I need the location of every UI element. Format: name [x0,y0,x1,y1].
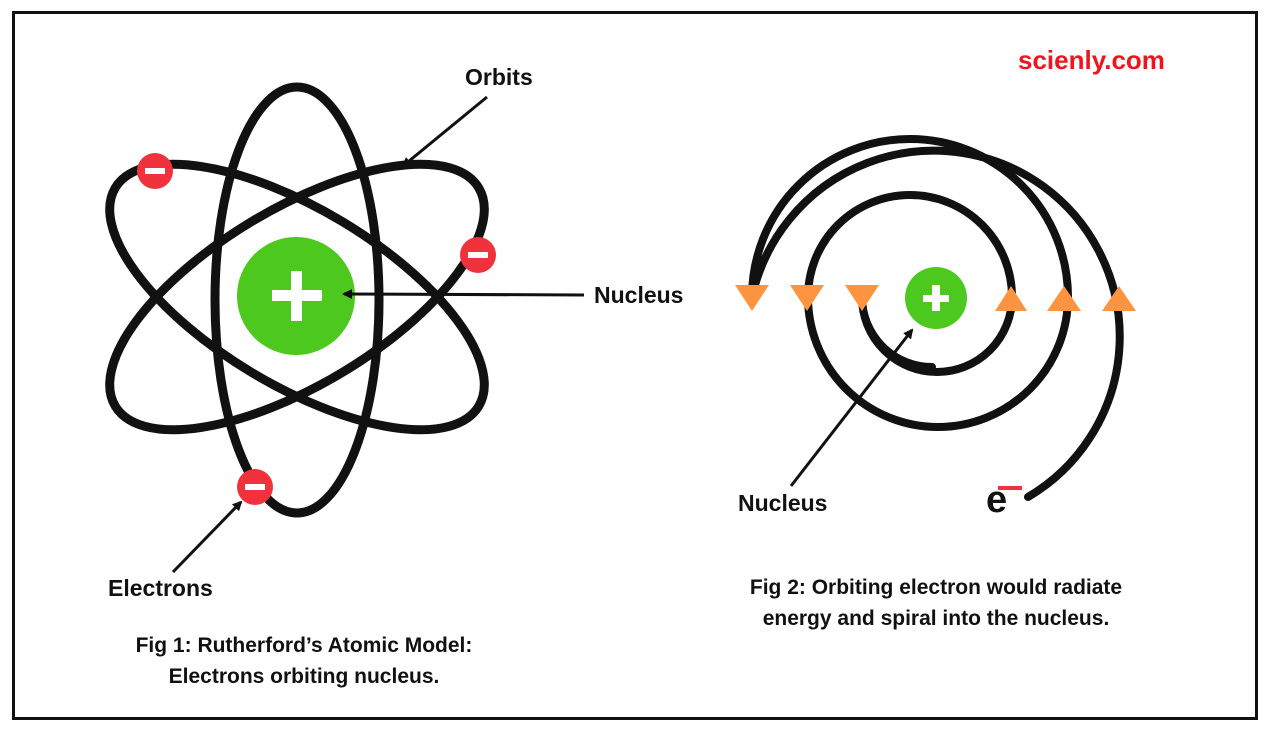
electron-bottom [237,469,273,505]
electron-right [460,237,496,273]
electron-spiral-path [748,135,1124,501]
nucleus [237,237,355,355]
orbits-label: Orbits [465,64,533,90]
up-arrow-marker-3 [1102,286,1136,311]
nucleus-label-fig2: Nucleus [738,490,828,516]
up-arrow-marker-1 [995,286,1027,311]
nucleus-fig2 [905,267,967,329]
fig1-caption-line1: Fig 1: Rutherford’s Atomic Model: [135,634,473,657]
down-arrow-marker-1 [735,285,769,311]
fig1-caption-line2: Electrons orbiting nucleus. [168,665,440,688]
up-arrow-marker-2 [1047,286,1081,311]
orbit-vertical [210,82,384,518]
orbits-arrow [401,95,488,168]
down-arrow-marker-2 [790,285,824,311]
electrons-arrow [171,500,243,574]
brand-watermark: scienly.com [1018,45,1165,75]
electron-top-left [137,153,173,189]
nucleus-arrow-fig2 [789,328,914,487]
down-arrow-marker-3 [845,285,879,311]
electron-symbol-label: e [986,479,1008,521]
orbit-tilted-right [105,159,489,435]
fig2-caption-line2: energy and spiral into the nucleus. [762,607,1110,630]
fig2-caption: Fig 2: Orbiting electron would radiate e… [706,572,1166,634]
fig2-caption-line1: Fig 2: Orbiting electron would radiate [749,576,1123,599]
fig1-caption: Fig 1: Rutherford’s Atomic Model: Electr… [84,630,524,692]
nucleus-arrow-fig1 [342,289,585,300]
rutherford-atom [105,82,585,574]
orbit-tilted-left [105,159,489,435]
spiral-atom [735,135,1136,501]
electrons-label: Electrons [108,575,213,601]
nucleus-label-fig1: Nucleus [594,282,684,308]
diagram-frame [12,11,1258,720]
